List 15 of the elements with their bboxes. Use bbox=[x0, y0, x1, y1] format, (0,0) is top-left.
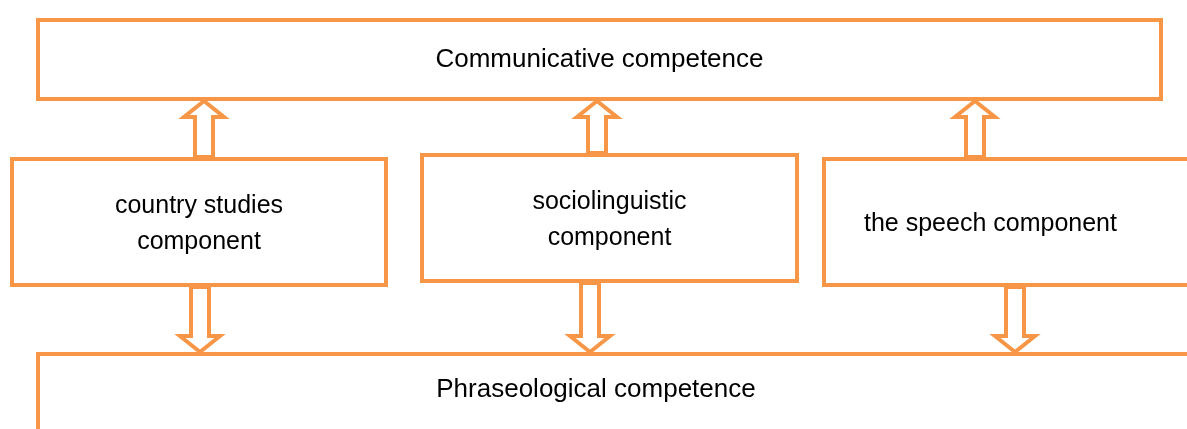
component-box bbox=[36, 18, 1163, 101]
box-label: sociolinguistic component bbox=[531, 184, 688, 252]
hollow-arrow bbox=[178, 98, 230, 159]
hollow-arrow bbox=[989, 285, 1041, 355]
box-label: the speech component bbox=[864, 206, 1117, 238]
hollow-arrow bbox=[949, 98, 1001, 159]
hollow-arrow bbox=[571, 98, 623, 155]
component-box bbox=[822, 157, 1187, 287]
component-box bbox=[10, 157, 388, 287]
component-box bbox=[420, 153, 799, 283]
hollow-arrow bbox=[174, 285, 226, 355]
hollow-arrow bbox=[564, 281, 616, 355]
box-label: country studies component bbox=[113, 188, 285, 256]
box-label: Communicative competence bbox=[435, 42, 764, 75]
box-label: Phraseological competence bbox=[436, 372, 756, 405]
